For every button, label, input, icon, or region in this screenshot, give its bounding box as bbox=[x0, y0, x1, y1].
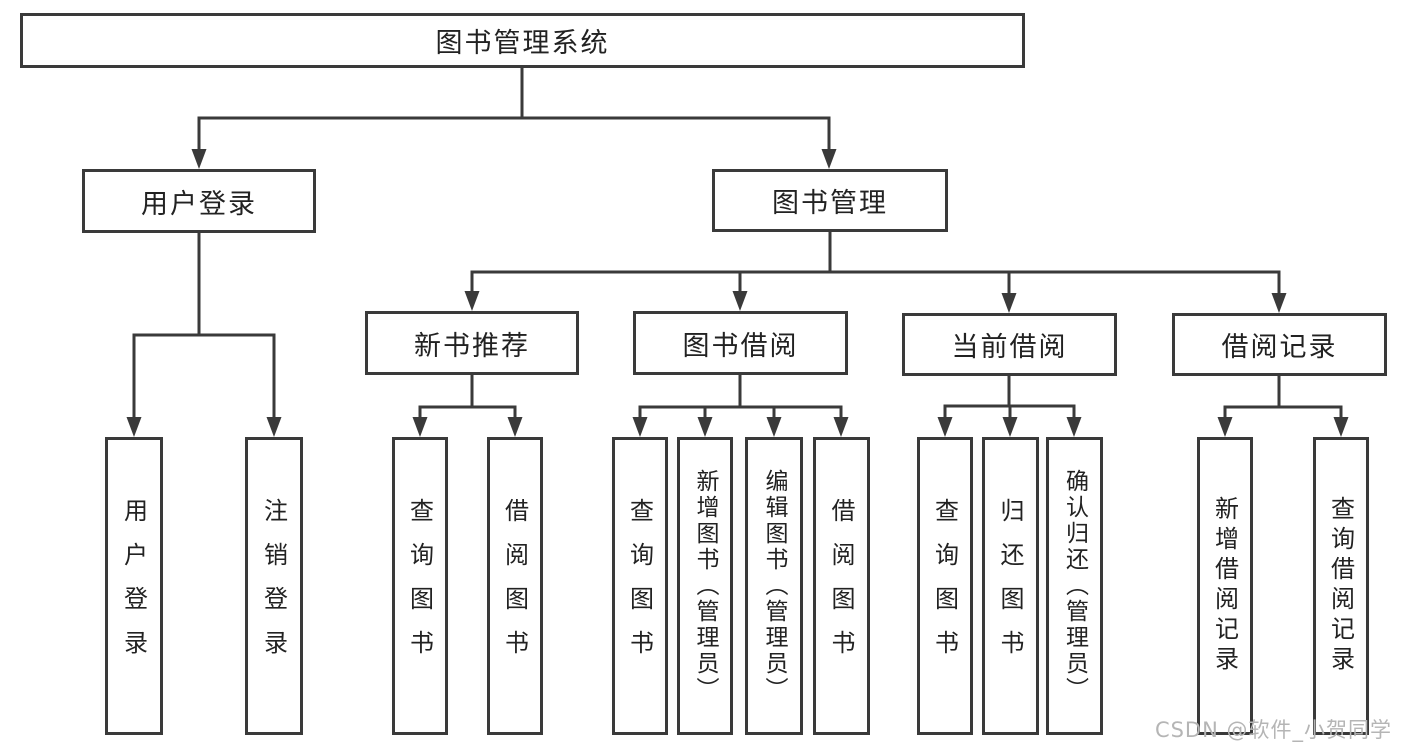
node-label: 图书管理 bbox=[772, 188, 888, 219]
node-ul-login: 用户登录 bbox=[105, 437, 163, 735]
node-label: 借阅记录 bbox=[1221, 332, 1338, 363]
node-label: 确认归还（管理员） bbox=[1061, 469, 1088, 703]
node-label: 用户登录 bbox=[119, 498, 148, 674]
node-label: 查询图书 bbox=[625, 498, 654, 674]
node-label: 查询图书 bbox=[405, 498, 434, 674]
node-label: 新书推荐 bbox=[414, 330, 530, 362]
node-label: 新增借阅记录 bbox=[1210, 496, 1239, 676]
node-cb-return: 归还图书 bbox=[982, 437, 1039, 735]
watermark-text: CSDN @软件_小贺同学 bbox=[1154, 718, 1392, 742]
node-label: 归还图书 bbox=[996, 498, 1024, 674]
node-label: 借阅图书 bbox=[500, 498, 529, 674]
node-new-book-rec: 新书推荐 bbox=[365, 311, 579, 375]
node-label: 图书借阅 bbox=[682, 330, 799, 362]
node-bb-add: 新增图书（管理员） bbox=[677, 437, 733, 735]
node-bb-edit: 编辑图书（管理员） bbox=[745, 437, 803, 735]
node-borrow-record: 借阅记录 bbox=[1172, 313, 1387, 376]
node-nbr-query: 查询图书 bbox=[392, 437, 448, 735]
node-root: 图书管理系统 bbox=[20, 13, 1025, 68]
node-label: 查询图书 bbox=[930, 498, 959, 674]
node-label: 注销登录 bbox=[259, 498, 288, 674]
node-book-borrow: 图书借阅 bbox=[633, 311, 848, 375]
node-label: 查询借阅记录 bbox=[1326, 496, 1355, 676]
node-bb-borrow: 借阅图书 bbox=[813, 437, 870, 735]
node-current-borrow: 当前借阅 bbox=[902, 313, 1117, 376]
node-label: 用户登录 bbox=[141, 188, 257, 220]
node-label: 新增图书（管理员） bbox=[692, 469, 718, 703]
node-cb-confirm: 确认归还（管理员） bbox=[1046, 437, 1103, 735]
node-label: 编辑图书（管理员） bbox=[761, 469, 787, 703]
node-label: 当前借阅 bbox=[951, 332, 1068, 363]
node-cb-query: 查询图书 bbox=[917, 437, 973, 735]
node-nbr-borrow: 借阅图书 bbox=[487, 437, 543, 735]
node-br-add: 新增借阅记录 bbox=[1197, 437, 1253, 735]
node-bb-query: 查询图书 bbox=[612, 437, 668, 735]
node-user-login: 用户登录 bbox=[82, 169, 316, 233]
node-label: 借阅图书 bbox=[827, 498, 855, 674]
node-label: 图书管理系统 bbox=[435, 28, 610, 59]
node-book-mgmt: 图书管理 bbox=[712, 169, 948, 232]
node-br-query: 查询借阅记录 bbox=[1313, 437, 1369, 735]
node-ul-logout: 注销登录 bbox=[245, 437, 303, 735]
